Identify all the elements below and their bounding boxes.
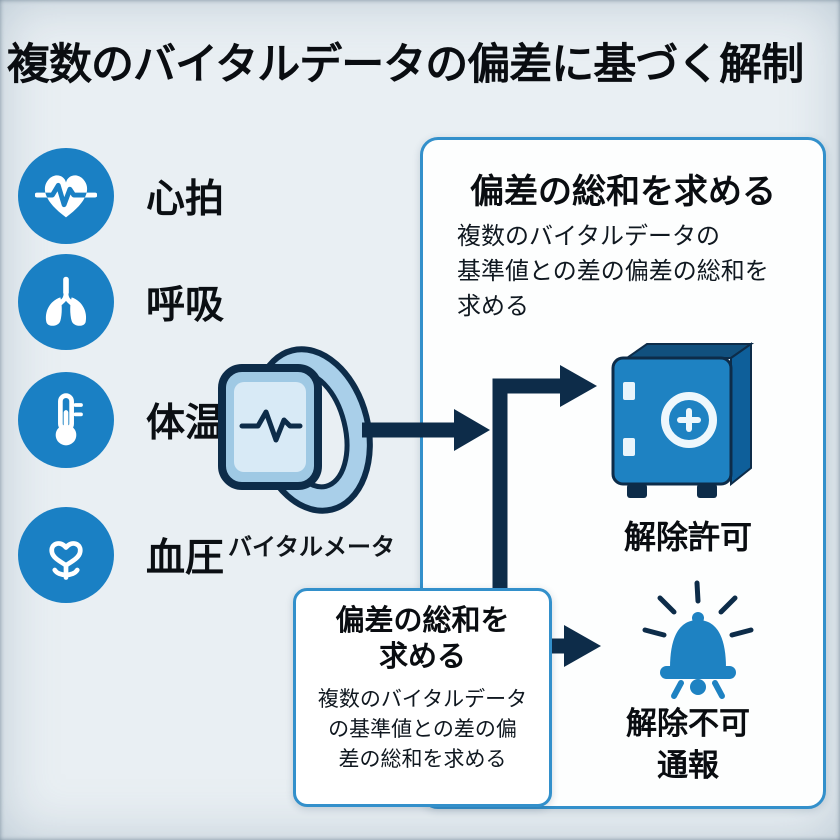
vital-row-blood-pressure: 血圧 xyxy=(18,507,224,603)
thermometer-icon xyxy=(18,372,114,468)
bottom-deviation-box: 偏差の総和を 求める 複数のバイタルデータ の基準値との差の偏 差の総和を求める xyxy=(293,588,552,807)
vital-row-heart-rate: 心拍 xyxy=(18,148,224,244)
bottom-box-title: 偏差の総和を 求める xyxy=(335,605,510,674)
bottom-box-description: 複数のバイタルデータ の基準値との差の偏 差の総和を求める xyxy=(317,687,528,772)
smartwatch-icon xyxy=(212,330,387,535)
safe-icon xyxy=(611,338,763,508)
vital-row-respiration: 呼吸 xyxy=(18,254,224,350)
allow-label: 解除許可 xyxy=(623,519,752,555)
panel-title: 偏差の総和を求める xyxy=(470,173,776,211)
deny-label: 解除不可 通報 xyxy=(626,706,750,783)
vital-label-respiration: 呼吸 xyxy=(146,284,225,327)
heart-icon xyxy=(18,148,114,244)
vital-label-temperature: 体温 xyxy=(146,402,225,445)
vital-row-temperature: 体温 xyxy=(18,372,224,468)
page-title: 複数のバイタルデータの偏差に基づく解制 xyxy=(7,41,804,89)
vital-label-blood-pressure: 血圧 xyxy=(146,537,225,580)
alarm-bell-icon xyxy=(631,576,766,706)
lungs-icon xyxy=(18,254,114,350)
panel-description: 複数のバイタルデータの 基準値との差の偏差の総和を 求める xyxy=(457,223,769,320)
device-label: バイタルメータ xyxy=(228,534,396,561)
blood-pressure-icon xyxy=(18,507,114,603)
vital-label-heart-rate: 心拍 xyxy=(146,178,225,221)
